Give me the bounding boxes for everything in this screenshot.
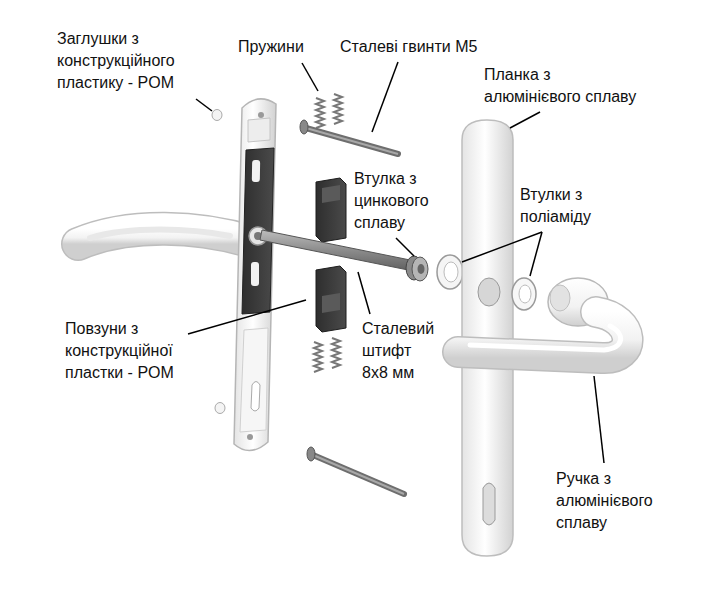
- part-label: Втулка з цинкового сплаву: [354, 168, 444, 234]
- part-label: Планка з алюмінієвого сплаву: [484, 64, 642, 108]
- part-label: Заглушки з конструкційного пластику - PO…: [57, 28, 207, 94]
- bushings: [406, 255, 463, 289]
- bushing-ring: [512, 278, 536, 310]
- left-plate: [234, 99, 276, 451]
- part-label: Втулки з поліаміду: [520, 184, 610, 228]
- part-label: Сталеві гвинти M5: [340, 36, 540, 58]
- plastic-caps: [212, 110, 225, 414]
- leader-lines: [188, 62, 604, 463]
- part-label: Ручка з алюмінієвого сплаву: [556, 468, 666, 534]
- part-label: Повзуни з конструкційної пластки - POM: [65, 318, 215, 384]
- part-label: Сталевий штифт 8x8 мм: [362, 318, 436, 384]
- left-handle: [78, 229, 252, 244]
- part-label: Пружини: [238, 36, 348, 58]
- right-handle: [458, 278, 628, 358]
- steel-pin: [260, 230, 420, 272]
